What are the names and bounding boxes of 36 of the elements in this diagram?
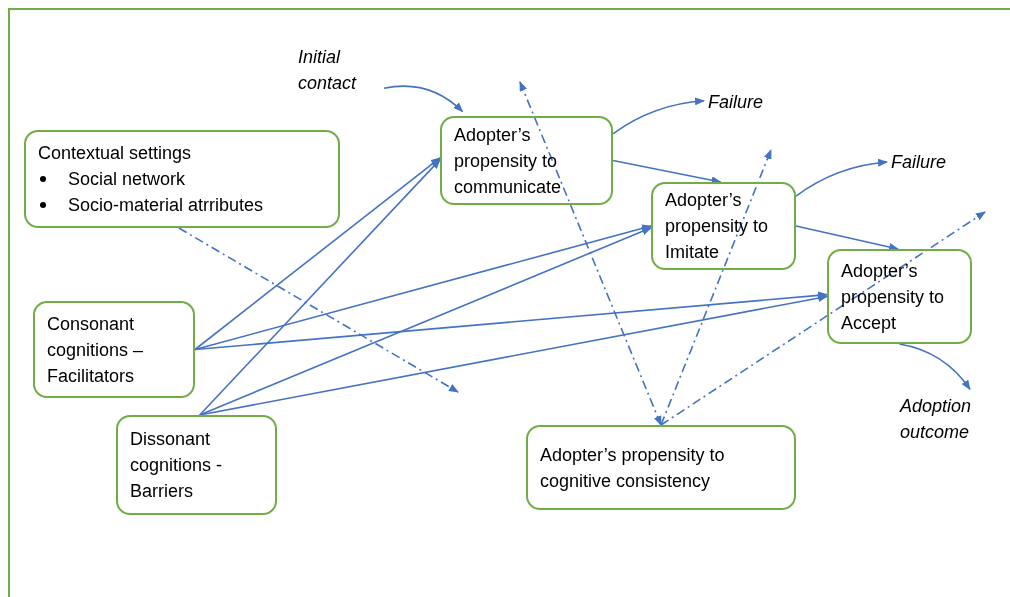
dash-dot-arrow: [660, 211, 986, 426]
bullet-item: Social network: [68, 169, 186, 189]
arrow: [383, 85, 464, 113]
outcome-label: Adoption outcome: [900, 395, 973, 444]
outcome-label: Failure: [708, 91, 765, 114]
arrow: [198, 158, 441, 416]
outcome-label: Failure: [891, 151, 948, 174]
box-text: Adopter’s propensity to Imitate: [665, 189, 770, 264]
process-box: [33, 301, 195, 398]
process-box: [651, 182, 796, 270]
outcome-label: Initial contact: [298, 46, 358, 95]
dash-dot-arrow: [178, 227, 459, 393]
bullet-item: Socio-material atrributes: [68, 195, 264, 215]
arrow: [198, 226, 652, 416]
arrow: [612, 97, 705, 135]
arrow: [194, 157, 441, 351]
process-box: [116, 415, 277, 515]
arrow: [198, 294, 828, 416]
process-box: [24, 130, 340, 228]
dash-dot-arrow: [660, 149, 772, 426]
arrow: [898, 343, 971, 391]
arrow: [795, 158, 888, 197]
arrow: [612, 159, 722, 185]
arrow: [795, 225, 900, 251]
process-box: [827, 249, 972, 344]
box-text: Adopter’s propensity to Accept: [841, 259, 946, 335]
arrow: [194, 224, 652, 351]
process-box: [526, 425, 796, 510]
box-text: Contextual settings: [38, 142, 193, 165]
process-box: [440, 116, 613, 205]
arrow: [194, 291, 828, 351]
box-text: Dissonant cognitions - Barriers: [130, 428, 224, 503]
box-text: Adopter’s propensity to communicate: [454, 123, 563, 199]
box-text: Adopter’s propensity to cognitive consistency: [540, 443, 726, 493]
dash-dot-arrow: [519, 81, 662, 426]
box-text: Consonant cognitions – Facilitators: [47, 312, 145, 388]
